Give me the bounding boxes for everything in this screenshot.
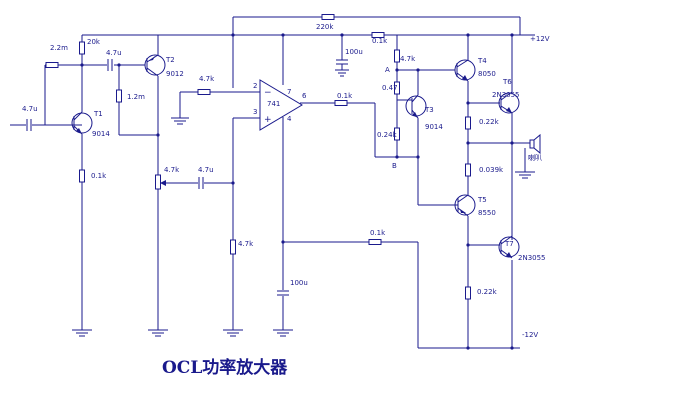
resistor-4-7k-noninv bbox=[230, 239, 236, 255]
capacitor-100u-bottom bbox=[277, 290, 289, 296]
transistor-t1 bbox=[71, 111, 93, 135]
page-title: OCL功率放大器 bbox=[162, 357, 288, 378]
label-2-2m: 2.2m bbox=[50, 44, 68, 52]
label-node-b: B bbox=[392, 162, 397, 170]
ground-inv bbox=[171, 117, 189, 125]
resistor-0-1k-fb bbox=[368, 239, 382, 245]
label-neg-rail: -12V bbox=[522, 331, 538, 339]
label-0-1k-top: 0.1k bbox=[372, 37, 388, 45]
label-0-47: 0.47 bbox=[382, 84, 398, 92]
label-t7-model: 2N3055 bbox=[518, 254, 546, 262]
ground-t2 bbox=[148, 329, 168, 337]
capacitor-4-7u-pot bbox=[198, 177, 204, 189]
grounds bbox=[72, 117, 535, 337]
label-t5-name: T5 bbox=[477, 196, 487, 204]
capacitor-100u-top bbox=[335, 59, 349, 77]
label-t3-name: T3 bbox=[424, 106, 434, 114]
label-4-7u-coupling: 4.7u bbox=[106, 49, 122, 57]
label-opamp-pin7: 7 bbox=[287, 88, 291, 96]
resistor-0-47 bbox=[394, 81, 400, 95]
transistor-t5 bbox=[454, 194, 476, 217]
ground-t1 bbox=[72, 329, 92, 337]
label-opamp-pin4: 4 bbox=[287, 115, 292, 123]
resistor-220k bbox=[321, 14, 335, 20]
label-t6-model: 2N3055 bbox=[492, 91, 520, 99]
speaker-icon bbox=[529, 133, 541, 155]
label-4-7k-bias: 4.7k bbox=[400, 55, 416, 63]
resistor-0-1k-top bbox=[371, 32, 385, 38]
opamp-741 bbox=[258, 79, 303, 131]
label-t7-name: T7 bbox=[504, 240, 514, 248]
label-1-2m: 1.2m bbox=[127, 93, 145, 101]
resistor-0-22k-top bbox=[465, 116, 471, 130]
capacitor-4-7u-coupling bbox=[107, 59, 114, 71]
label-t5-model: 8550 bbox=[478, 209, 496, 217]
label-opamp-pin2: 2 bbox=[253, 82, 257, 90]
label-t2-name: T2 bbox=[165, 56, 175, 64]
ground-speaker bbox=[515, 171, 535, 179]
label-node-a: A bbox=[385, 66, 390, 74]
label-t3-model: 9014 bbox=[425, 123, 443, 131]
label-t1-model: 9014 bbox=[92, 130, 110, 138]
label-0-1k-t1: 0.1k bbox=[91, 172, 107, 180]
label-opamp-name: 741 bbox=[267, 100, 280, 108]
resistor-4-7k-bias bbox=[394, 49, 400, 63]
wires bbox=[10, 16, 535, 349]
label-0-1k-fb: 0.1k bbox=[370, 229, 386, 237]
label-4-7u-pot: 4.7u bbox=[198, 166, 214, 174]
resistor-20k bbox=[79, 41, 85, 55]
label-opamp-plus: + bbox=[264, 115, 272, 125]
transistor-t3 bbox=[405, 94, 427, 119]
ground-opamp bbox=[273, 329, 293, 337]
label-pos-rail: +12V bbox=[530, 35, 550, 43]
label-4-7u-input: 4.7u bbox=[22, 105, 38, 113]
transistor-t2 bbox=[144, 54, 166, 77]
label-0-22k-top: 0.22k bbox=[479, 118, 500, 126]
label-t2-model: 9012 bbox=[166, 70, 184, 78]
resistors bbox=[45, 14, 471, 300]
label-opamp-pin3: 3 bbox=[253, 108, 257, 116]
resistor-0-24k bbox=[394, 127, 400, 141]
potentiometer-wiper bbox=[160, 180, 166, 186]
label-opamp-minus: − bbox=[264, 88, 272, 98]
resistor-0-039k bbox=[465, 163, 471, 177]
label-0-039k: 0.039k bbox=[479, 166, 504, 174]
label-0-1k-out: 0.1k bbox=[337, 92, 353, 100]
resistor-0-1k-out bbox=[334, 100, 348, 106]
ground-noninv bbox=[223, 329, 243, 337]
label-0-24k: 0.24k bbox=[377, 131, 398, 139]
transistor-t7 bbox=[498, 235, 520, 259]
label-220k: 220k bbox=[316, 23, 334, 31]
transistor-t4 bbox=[454, 59, 476, 82]
labels: 2.2m 20k 4.7u 4.7u 1.2m 0.1k 4.7k 4.7k 4… bbox=[22, 23, 550, 378]
label-4-7k-noninv: 4.7k bbox=[238, 240, 254, 248]
resistor-0-1k-t1 bbox=[79, 169, 85, 183]
resistor-1-2m bbox=[116, 89, 122, 103]
label-t4-model: 8050 bbox=[478, 70, 496, 78]
label-opamp-pin6: 6 bbox=[302, 92, 307, 100]
capacitor-input-4-7u bbox=[26, 119, 32, 131]
label-t1-name: T1 bbox=[93, 110, 103, 118]
label-100u-bottom: 100u bbox=[290, 279, 308, 287]
label-t6-name: T6 bbox=[502, 78, 512, 86]
resistor-2-2m bbox=[45, 62, 59, 68]
label-20k: 20k bbox=[87, 38, 101, 46]
potentiometer-4-7k bbox=[155, 174, 161, 190]
label-pot-4-7k: 4.7k bbox=[164, 166, 180, 174]
label-4-7k-inv: 4.7k bbox=[199, 75, 215, 83]
label-t4-name: T4 bbox=[477, 57, 487, 65]
label-0-22k-bot: 0.22k bbox=[477, 288, 498, 296]
capacitors bbox=[26, 59, 349, 296]
label-100u-top: 100u bbox=[345, 48, 363, 56]
label-speaker: 喇叭 bbox=[528, 153, 542, 162]
junctions bbox=[80, 33, 514, 350]
resistor-0-22k-bot bbox=[465, 286, 471, 300]
transistor-t6 bbox=[498, 91, 520, 114]
resistor-4-7k-inv bbox=[197, 89, 211, 95]
